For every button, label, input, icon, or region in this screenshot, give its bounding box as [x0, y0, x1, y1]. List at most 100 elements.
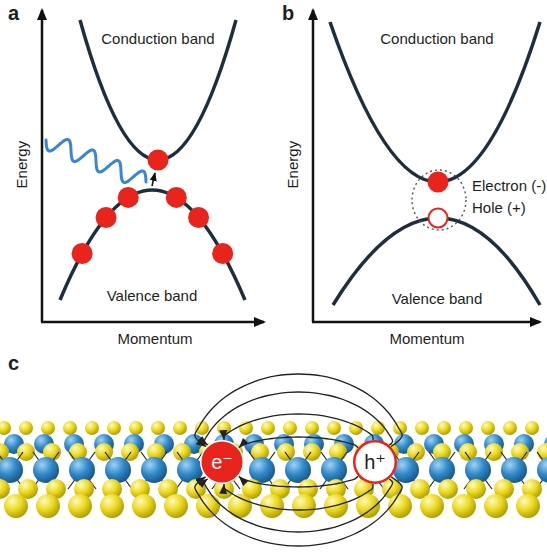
chalcogen-atom — [503, 421, 517, 435]
circle-shape — [201, 441, 244, 484]
band-label: Conduction band — [380, 30, 493, 47]
chalcogen-atom — [0, 479, 10, 499]
metal-atom — [429, 457, 455, 483]
valence-electron — [118, 187, 139, 208]
metal-atom — [0, 457, 23, 483]
chalcogen-atom — [95, 443, 113, 461]
chalcogen-atom — [17, 443, 35, 461]
metal-atom — [465, 457, 491, 483]
valence-electron — [166, 187, 187, 208]
valence-band-curve — [60, 190, 245, 300]
band-label: Valence band — [392, 290, 483, 307]
metal-atom — [105, 457, 131, 483]
field-line — [239, 476, 358, 487]
axis-label: Momentum — [117, 330, 192, 347]
chalcogen-atom — [4, 494, 28, 518]
panel-letter: c — [8, 352, 19, 375]
chalcogen-atom — [195, 421, 209, 435]
hole-dot — [429, 209, 448, 228]
chalcogen-atom — [129, 421, 143, 435]
band-label: Valence band — [107, 287, 198, 304]
metal-atom — [141, 457, 167, 483]
photon-wave-path — [46, 139, 146, 182]
excitation-arrow — [152, 173, 155, 186]
field-line — [224, 414, 373, 440]
electron-circle: e⁻ — [200, 440, 244, 484]
chalcogen-atom — [516, 494, 540, 518]
chalcogen-atom — [305, 421, 319, 435]
band-label: Conduction band — [101, 30, 214, 47]
chalcogen-atom — [151, 421, 165, 435]
panel-letter: a — [8, 2, 19, 25]
electron-dot — [428, 172, 449, 193]
valence-electron — [188, 207, 209, 228]
chalcogen-atom — [525, 421, 539, 435]
chalcogen-atom — [283, 421, 297, 435]
panel-letter: b — [282, 2, 294, 25]
chalcogen-atom — [371, 421, 385, 435]
chalcogen-atom — [437, 421, 451, 435]
chalcogen-atom — [420, 494, 444, 518]
metal-atom — [537, 457, 547, 483]
valence-electron — [72, 243, 93, 264]
valence-electrons — [72, 187, 234, 264]
axis-label: Energy — [284, 141, 301, 189]
chalcogen-atom — [484, 494, 508, 518]
field-line — [204, 392, 392, 445]
chalcogen-atom — [85, 421, 99, 435]
chalcogen-atom — [68, 494, 92, 518]
chalcogen-atom — [303, 443, 321, 461]
chalcogen-atom — [41, 421, 55, 435]
chalcogen-atom — [132, 494, 156, 518]
particle-label: Hole (+) — [472, 199, 526, 216]
binding-loop — [412, 170, 466, 230]
axis-label: Energy — [13, 141, 30, 189]
field-line — [204, 479, 392, 532]
photon-wave — [46, 139, 146, 182]
chalcogen-atom — [292, 494, 316, 518]
circle-shape — [354, 441, 396, 483]
charge-label: h⁺ — [364, 452, 386, 472]
metal-atom — [177, 457, 203, 483]
field-line — [195, 477, 402, 546]
chalcogen-atom — [107, 421, 121, 435]
conduction-band-curve — [80, 20, 236, 160]
chalcogen-atom — [459, 421, 473, 435]
field-line — [224, 484, 373, 510]
valence-electron — [96, 207, 117, 228]
chalcogen-atom — [485, 443, 503, 461]
field-line — [239, 437, 358, 448]
axis-label: Momentum — [389, 330, 464, 347]
chalcogen-atom — [36, 494, 60, 518]
field-line — [195, 374, 402, 447]
valence-electron — [212, 243, 233, 264]
chalcogen-atom — [63, 421, 77, 435]
chalcogen-atom — [327, 421, 341, 435]
chalcogen-atom — [0, 421, 11, 435]
energy-axis — [312, 10, 315, 322]
chalcogen-atom — [415, 421, 429, 435]
charge-label: e⁻ — [211, 452, 233, 472]
chalcogen-atom — [100, 494, 124, 518]
chalcogen-atom — [19, 421, 33, 435]
chalcogen-atom — [121, 443, 139, 461]
chalcogen-atom — [173, 421, 187, 435]
hole-circle: h⁺ — [353, 440, 397, 484]
particle-label: Electron (-) — [472, 177, 546, 194]
momentum-axis — [312, 321, 540, 324]
chalcogen-atom — [452, 494, 476, 518]
metal-atom — [69, 457, 95, 483]
chalcogen-atom — [356, 494, 380, 518]
conduction-band-curve — [330, 22, 540, 182]
momentum-axis — [41, 321, 264, 324]
energy-axis — [41, 10, 44, 322]
chalcogen-atom — [481, 421, 495, 435]
chalcogen-atom — [261, 421, 275, 435]
chalcogen-atom — [277, 443, 295, 461]
excited-electron — [148, 150, 169, 171]
chalcogen-atom — [164, 494, 188, 518]
metal-atom — [321, 457, 347, 483]
